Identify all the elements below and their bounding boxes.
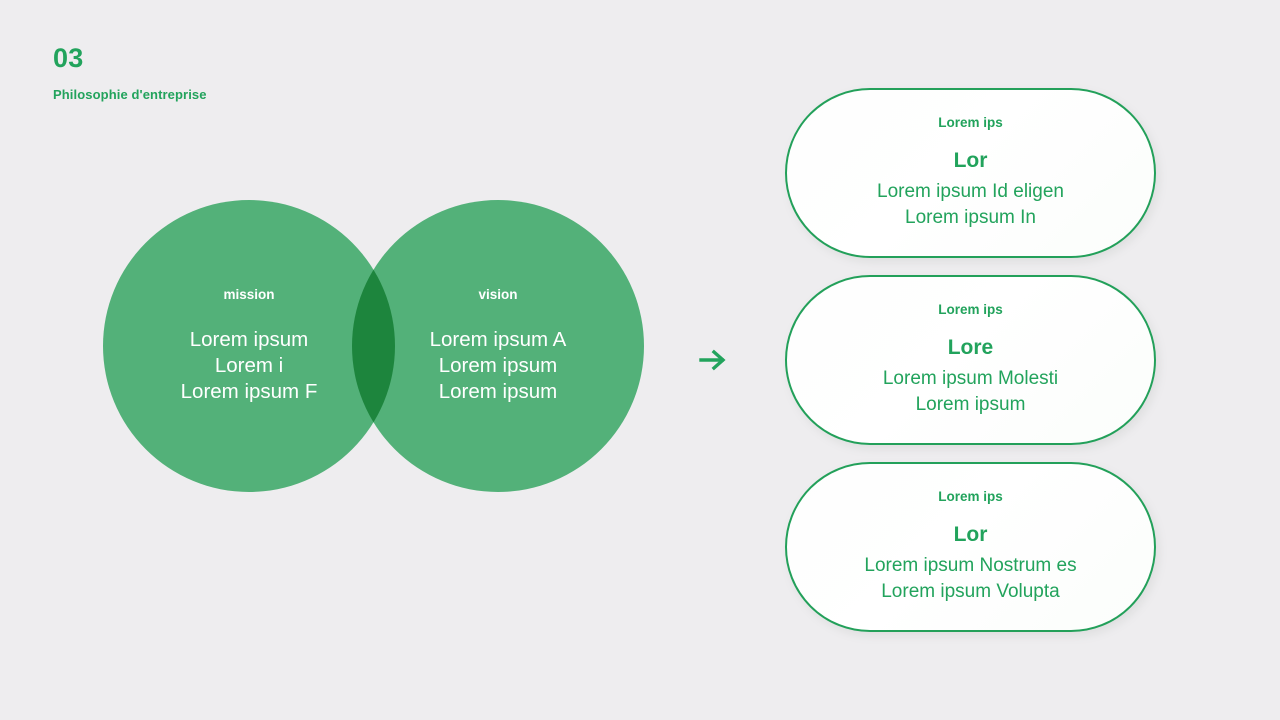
pill-card-list: Lorem ips Lor Lorem ipsum Id eligen Lore… [785, 88, 1156, 632]
pill-card[interactable]: Lorem ips Lore Lorem ipsum Molesti Lorem… [785, 275, 1156, 445]
card-body: Lorem ipsum Molesti Lorem ipsum [882, 368, 1059, 415]
slide-subtitle: Philosophie d'entreprise [53, 87, 207, 102]
card-title: Lor [953, 149, 988, 172]
pill-card[interactable]: Lorem ips Lor Lorem ipsum Id eligen Lore… [785, 88, 1156, 258]
card-kicker: Lorem ips [938, 489, 1003, 504]
venn-diagram: mission Lorem ipsum Lorem i Lorem ipsum … [103, 200, 644, 492]
card-title: Lore [947, 336, 994, 359]
card-kicker: Lorem ips [938, 302, 1003, 317]
slide-header: 03 Philosophie d'entreprise [53, 42, 473, 103]
card-body: Lorem ipsum Id eligen Lorem ipsum In [877, 181, 1064, 228]
card-body: Lorem ipsum Nostrum es Lorem ipsum Volup… [864, 555, 1077, 602]
card-title: Lor [953, 523, 988, 546]
venn-circle-vision[interactable] [352, 200, 644, 492]
pill-card[interactable]: Lorem ips Lor Lorem ipsum Nostrum es Lor… [785, 462, 1156, 632]
slide-number: 03 [53, 43, 84, 73]
card-kicker: Lorem ips [938, 115, 1003, 130]
arrow-right-icon [694, 341, 732, 379]
venn-circle-mission[interactable] [103, 200, 395, 492]
